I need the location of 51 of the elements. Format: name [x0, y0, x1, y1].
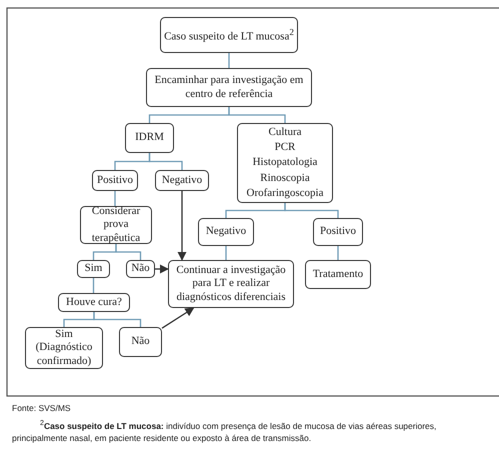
process-box: [58, 293, 130, 312]
box-text: Não: [131, 335, 150, 349]
box-text: Sim (Diagnóstico confirmado): [34, 328, 94, 368]
connector-line: [228, 107, 286, 123]
process-box: [168, 260, 294, 308]
box-text: Positivo: [96, 174, 134, 188]
connector-line: [284, 203, 339, 218]
connector-line: [115, 244, 142, 260]
process-box: [92, 170, 138, 191]
process-box: [25, 327, 103, 369]
arrow: [162, 307, 194, 329]
process-box: [305, 260, 371, 289]
box-text: Caso suspeito de LT mucosa$^{2}$: [164, 26, 294, 44]
box-text: IDRM: [135, 131, 164, 145]
box-text: Negativo: [206, 225, 246, 239]
box-text: Tratamento: [312, 268, 364, 282]
process-box: [80, 206, 152, 244]
connector-line: [92, 278, 94, 293]
connector-line: [225, 246, 227, 260]
box-text: Rinoscopia: [260, 170, 310, 186]
box-text: Sim: [84, 262, 102, 276]
box-text: Considerar prova terapêutica: [90, 205, 142, 245]
process-box: [155, 170, 209, 191]
box-text: Houve cura?: [66, 296, 122, 310]
arrow: [155, 264, 169, 274]
connector-line: [337, 246, 339, 260]
box-text: Encaminhar para investigação em centro de referência: [154, 74, 304, 101]
process-box: [77, 260, 110, 278]
box-text: Não: [131, 262, 150, 276]
box-text: PCR: [274, 140, 296, 155]
process-box: [160, 17, 298, 53]
box-text: Continuar a investigação para LT e realizar diagnósticos diferenciais: [175, 264, 287, 304]
connector-line: [93, 312, 142, 327]
process-box: [237, 123, 333, 203]
box-text: Histopatologia: [252, 155, 318, 170]
box-text: Positivo: [320, 225, 356, 239]
connector-line: [228, 53, 230, 68]
connector-line: [114, 191, 116, 206]
connector-line: [148, 153, 183, 170]
box-text: Negativo: [162, 174, 202, 188]
process-box: [119, 327, 162, 357]
process-box: [198, 218, 254, 246]
box-text: Orofaringoscopia: [246, 186, 324, 202]
arrow: [177, 191, 187, 261]
process-box: [146, 68, 312, 107]
source-note: Fonte: SVS/MS: [12, 402, 72, 414]
process-box: [125, 123, 174, 153]
process-box: [313, 218, 363, 246]
box-text: Cultura: [268, 124, 302, 140]
process-box: [126, 260, 155, 278]
footnote: $^{2}$Caso suspeito de LT mucosa: indivíduo com presença de lesão de mucosa de vias aéreas superiores, principalmente nasal, em paciente residente ou exposto à área de transmissão.: [12, 418, 438, 444]
